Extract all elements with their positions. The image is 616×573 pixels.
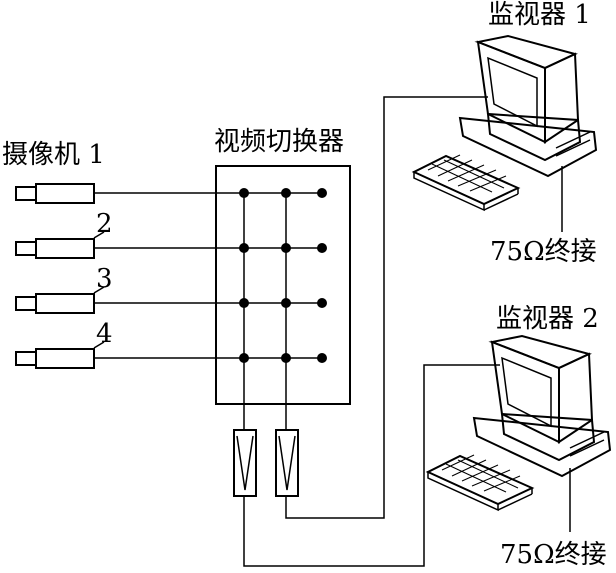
camera-4-icon	[15, 348, 95, 369]
monitor-2-icon	[472, 334, 612, 478]
monitor-1-icon	[458, 34, 598, 178]
monitor-1-label: 监视器 1	[488, 0, 591, 30]
switcher-bus-lines	[243, 193, 287, 430]
camera-3-icon	[15, 293, 95, 314]
camera-2-leader	[93, 231, 105, 239]
switcher-label: 视频切换器	[214, 127, 345, 157]
termination-1-label: 75Ω终接	[490, 237, 597, 267]
camera-feed-lines	[94, 192, 322, 359]
termination-2-label: 75Ω终接	[500, 540, 607, 570]
monitor-2-label: 监视器 2	[496, 304, 599, 334]
camera-2-label: 2	[96, 209, 113, 239]
camera-1-icon	[15, 183, 95, 204]
keyboard-1-icon	[411, 154, 521, 212]
keyboard-2-icon	[425, 454, 535, 512]
cable-to-monitor-2	[243, 364, 500, 567]
camera-3-leader	[93, 286, 105, 294]
camera-1-label: 摄像机 1	[2, 140, 105, 170]
camera-2-icon	[15, 238, 95, 259]
distributor-2-icon	[275, 429, 299, 497]
video-switcher-box	[215, 165, 351, 405]
cable-to-monitor-1	[285, 96, 488, 519]
camera-4-label: 4	[96, 319, 113, 349]
camera-4-leader	[93, 341, 105, 349]
distributor-1-icon	[233, 429, 257, 497]
crosspoint-dots	[239, 188, 327, 363]
camera-3-label: 3	[96, 264, 113, 294]
